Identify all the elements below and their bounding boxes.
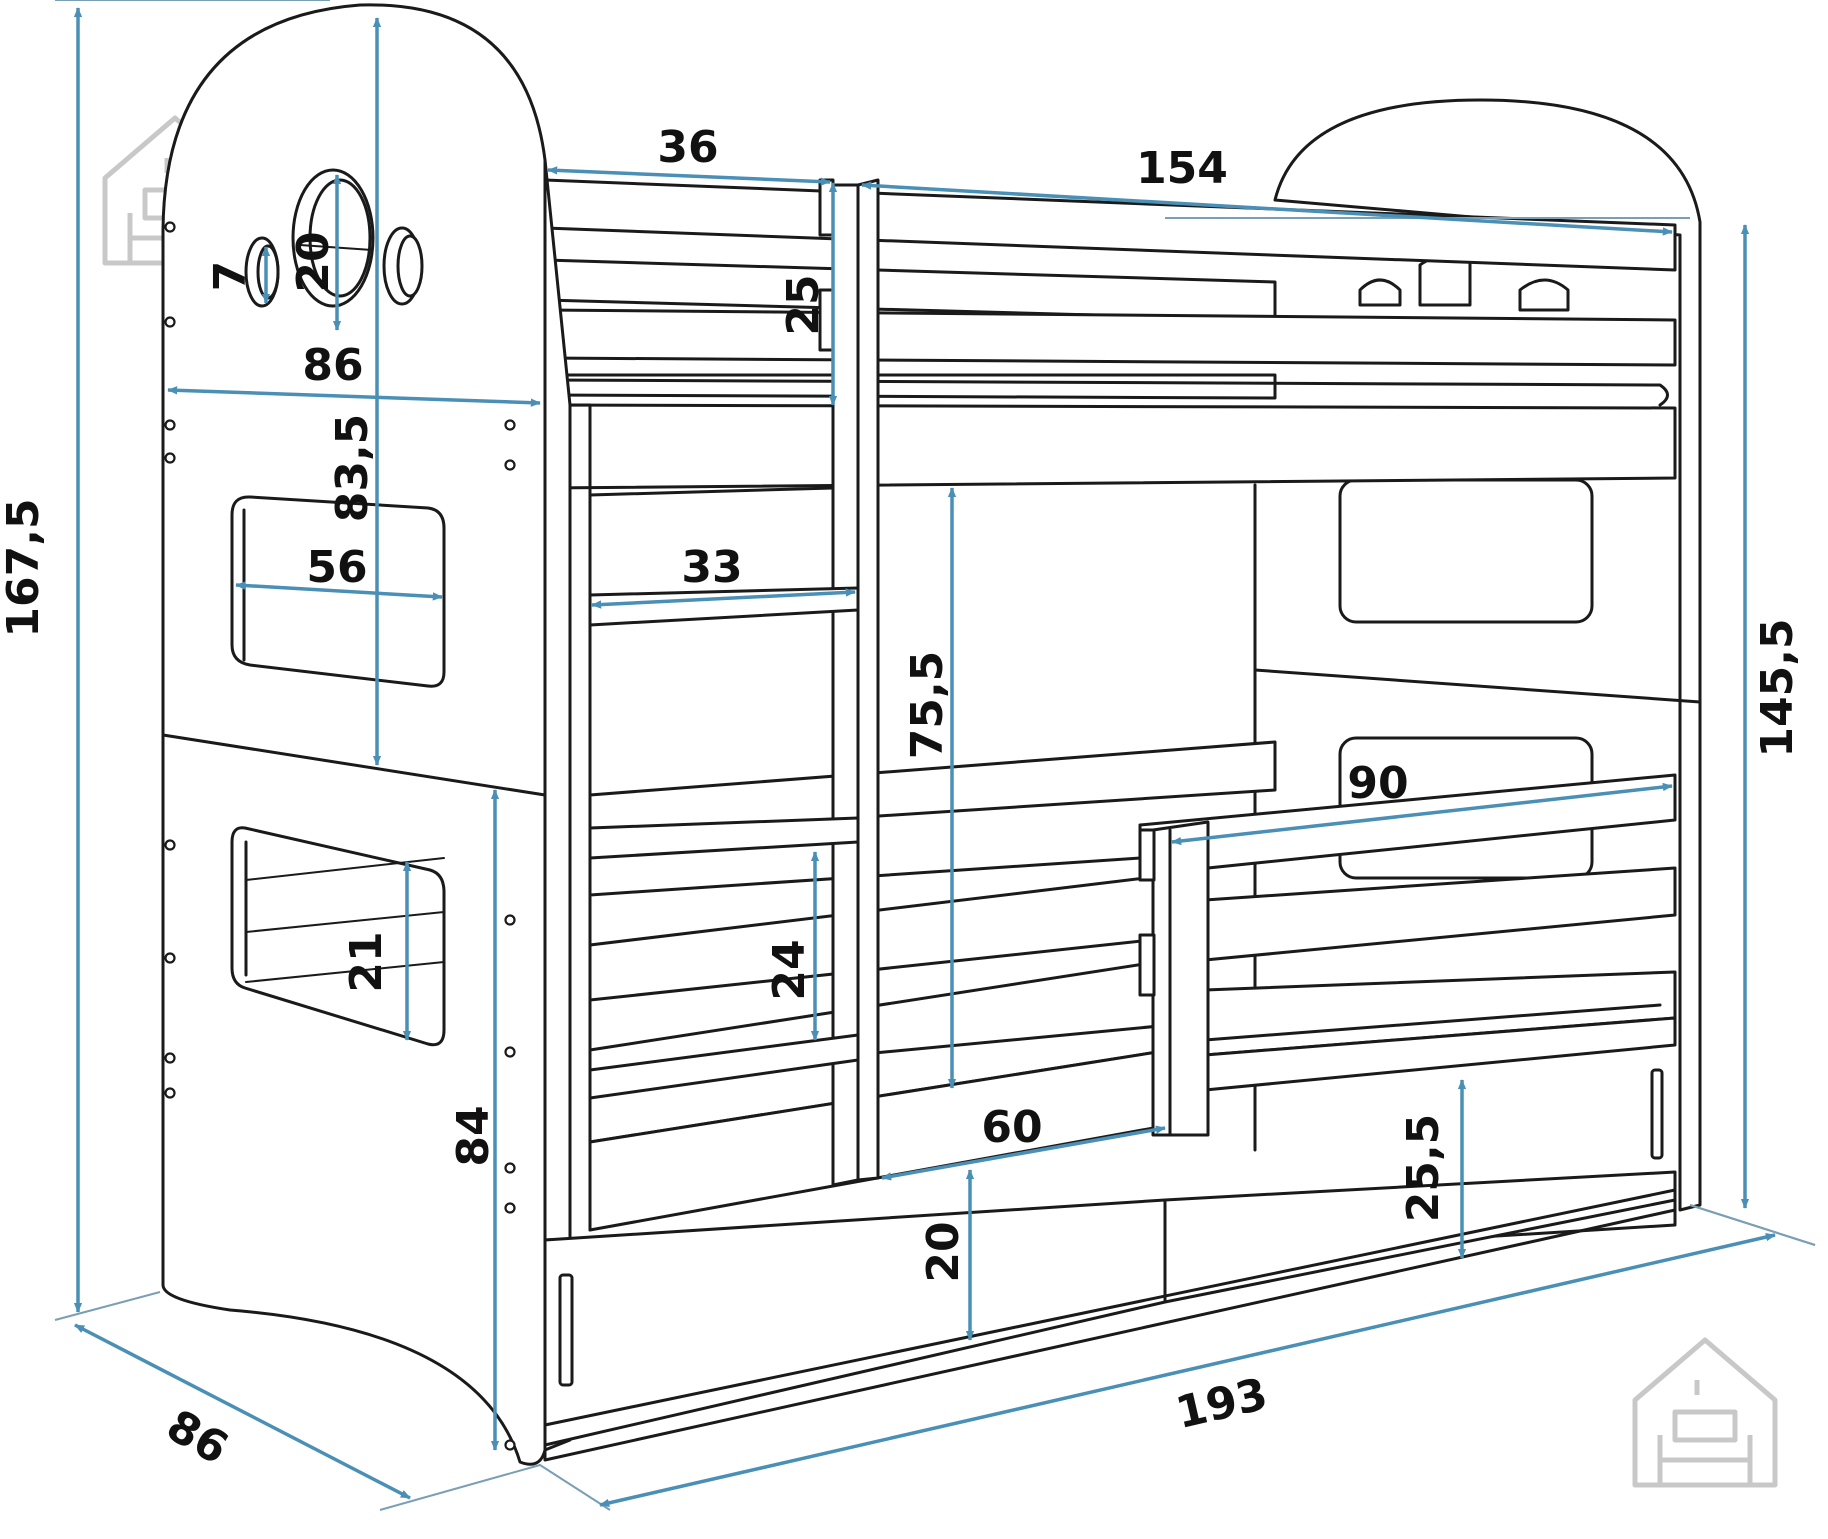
dim-label-bunk-clearance: 75,5	[902, 651, 953, 760]
dim-label-ladder-step-spacing: 24	[764, 939, 815, 1000]
dim-label-upper-length: 154	[1136, 143, 1228, 194]
front-end-panel	[161, 3, 547, 1466]
dim-label-porthole-small: 7	[205, 261, 256, 292]
dim-label-lower-window-height: 21	[341, 931, 392, 992]
dim-label-ladder-step-width: 33	[681, 542, 742, 593]
bed-frame	[543, 158, 1677, 1462]
dim-label-end-width: 86	[302, 340, 363, 391]
dim-label-upper-window-width: 56	[306, 542, 367, 593]
dim-label-floor-to-lower-bed: 25,5	[1398, 1114, 1449, 1223]
dim-label-lower-rail-length: 90	[1347, 758, 1408, 809]
dim-label-ladder-width: 36	[657, 122, 718, 173]
dim-label-bed-depth: 86	[158, 1400, 237, 1475]
dim-label-drawer-height: 20	[918, 1221, 969, 1282]
dim-label-upper-end-height: 83,5	[327, 414, 378, 523]
dimension-lines	[54, 0, 1816, 1511]
house-sofa-logo-icon	[1632, 1337, 1778, 1488]
porthole-small-icon	[382, 226, 424, 306]
dim-label-lower-end-height: 84	[448, 1105, 499, 1166]
dim-label-porthole-large: 20	[288, 231, 339, 292]
dim-label-entry-opening: 60	[981, 1102, 1042, 1153]
dim-label-right-height: 145,5	[1752, 618, 1803, 757]
dim-label-total-length: 193	[1171, 1369, 1272, 1439]
dim-label-upper-rail-height: 25	[778, 274, 829, 335]
dim-label-total-height: 167,5	[0, 498, 49, 637]
